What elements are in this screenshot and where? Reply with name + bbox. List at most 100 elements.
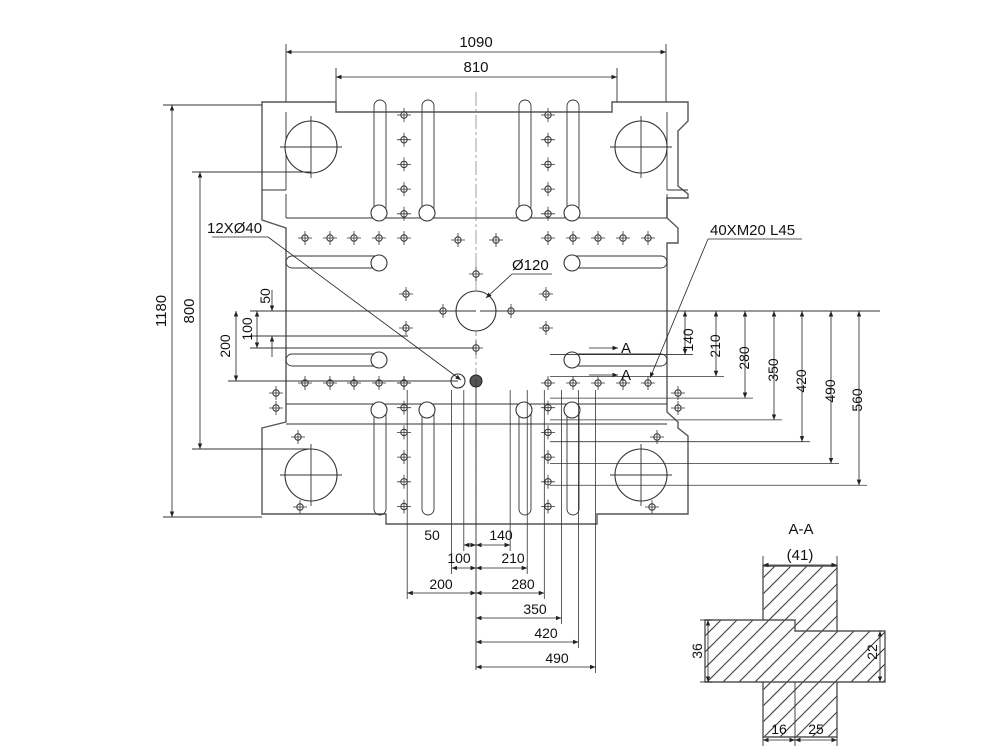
dim-b50: 50 bbox=[424, 527, 440, 543]
bolt-crosshair bbox=[645, 500, 659, 514]
dim-b210: 210 bbox=[501, 550, 525, 566]
hatch-line bbox=[705, 566, 803, 737]
hatch-line bbox=[867, 566, 885, 737]
section-h22: 22 bbox=[864, 644, 880, 660]
bolt-crosshair bbox=[541, 206, 555, 221]
hatch-line bbox=[705, 566, 851, 737]
hatch-line bbox=[932, 555, 1007, 745]
dim-b100: 100 bbox=[447, 550, 471, 566]
dim-b280: 280 bbox=[511, 576, 535, 592]
bolt-crosshair bbox=[451, 233, 465, 247]
bolt-crosshair bbox=[641, 376, 655, 390]
bolt-crosshair bbox=[397, 132, 411, 147]
bolt-crosshair bbox=[397, 376, 411, 390]
hatch-line bbox=[705, 566, 835, 737]
hatch-line bbox=[705, 566, 771, 737]
hatch-line bbox=[705, 566, 883, 737]
bolt-crosshair bbox=[399, 287, 413, 301]
bolt-crosshair bbox=[541, 132, 555, 147]
bolt-crosshair bbox=[399, 321, 413, 335]
right-dimensions bbox=[480, 310, 880, 486]
bolt-crosshair bbox=[541, 400, 555, 415]
bolt-crosshair bbox=[397, 425, 411, 440]
bolt-crosshair bbox=[539, 321, 553, 335]
tie-bar-holes bbox=[280, 116, 672, 506]
bolt-crosshair bbox=[323, 231, 337, 245]
section-mark-upper: A bbox=[621, 340, 631, 357]
dim-width-outer: 1090 bbox=[459, 34, 492, 51]
callout-threads: 40XM20 L45 bbox=[710, 222, 795, 239]
callout-leaders bbox=[212, 236, 802, 381]
bolt-crosshair bbox=[541, 376, 555, 390]
section-w16: 16 bbox=[771, 721, 787, 737]
bolt-crosshair bbox=[298, 231, 312, 245]
bolt-crosshair bbox=[566, 231, 580, 245]
bolt-crosshair bbox=[347, 376, 361, 390]
bolt-crosshair bbox=[616, 376, 630, 390]
bolt-crosshair bbox=[671, 386, 685, 400]
bolt-crosshair bbox=[397, 182, 411, 197]
dim-b200: 200 bbox=[429, 576, 453, 592]
bolt-crosshair bbox=[541, 182, 555, 197]
dim-b140: 140 bbox=[489, 527, 513, 543]
bolt-crosshair bbox=[566, 376, 580, 390]
dim-r140: 140 bbox=[680, 328, 696, 352]
bolt-crosshair bbox=[269, 386, 283, 400]
bolt-crosshair bbox=[541, 425, 555, 440]
overall-dimensions bbox=[163, 44, 667, 518]
bolt-crosshair bbox=[347, 231, 361, 245]
dim-height-tiebar: 800 bbox=[181, 298, 198, 323]
bolt-crosshair bbox=[323, 376, 337, 390]
bolt-crosshair bbox=[469, 267, 483, 281]
bolt-crosshair bbox=[591, 231, 605, 245]
hatch-line bbox=[771, 566, 885, 737]
dim-b490: 490 bbox=[545, 650, 569, 666]
bolt-crosshair bbox=[591, 376, 605, 390]
hatch-line bbox=[755, 566, 885, 737]
hatch-line bbox=[916, 555, 1007, 745]
bolt-crosshair bbox=[641, 231, 655, 245]
bolt-crosshair bbox=[397, 206, 411, 221]
callout-center-hole: Ø120 bbox=[512, 257, 549, 274]
bolt-crosshair bbox=[541, 231, 555, 245]
dim-v200: 200 bbox=[217, 334, 233, 358]
bolt-crosshair bbox=[541, 108, 555, 122]
bolt-crosshair bbox=[541, 474, 555, 489]
hatch-line bbox=[739, 566, 885, 737]
bolt-crosshair bbox=[397, 231, 411, 245]
dim-r490: 490 bbox=[822, 379, 838, 403]
bolt-crosshair bbox=[671, 401, 685, 415]
bolt-crosshair bbox=[372, 231, 386, 245]
dim-r420: 420 bbox=[793, 369, 809, 393]
large-holes bbox=[370, 204, 581, 419]
hatch-line bbox=[803, 566, 885, 737]
section-depth: (41) bbox=[787, 547, 814, 564]
hatch-line bbox=[705, 566, 819, 737]
bolt-crosshair bbox=[397, 450, 411, 465]
section-title: A-A bbox=[788, 521, 813, 538]
bolt-crosshair bbox=[291, 430, 305, 444]
dim-v100: 100 bbox=[239, 317, 255, 341]
section-w25: 25 bbox=[808, 721, 824, 737]
bolt-crosshair bbox=[397, 400, 411, 415]
left-dimensions bbox=[228, 290, 476, 382]
section-mark-lower: A bbox=[621, 367, 631, 384]
bolt-crosshair bbox=[541, 157, 555, 172]
dim-r210: 210 bbox=[707, 334, 723, 358]
hatch-line bbox=[819, 566, 885, 737]
bolt-crosshair bbox=[541, 450, 555, 465]
bolt-crosshair bbox=[539, 287, 553, 301]
dim-b350: 350 bbox=[523, 601, 547, 617]
bolt-crosshair bbox=[397, 474, 411, 489]
bolt-crosshair bbox=[541, 499, 555, 514]
dim-r350: 350 bbox=[765, 358, 781, 382]
hatch-line bbox=[900, 555, 1007, 745]
dim-r560: 560 bbox=[849, 388, 865, 412]
hatch-line bbox=[883, 566, 885, 737]
hatch-line bbox=[787, 566, 885, 737]
dim-v50: 50 bbox=[257, 288, 273, 304]
bolt-crosshair bbox=[372, 376, 386, 390]
dim-b420: 420 bbox=[534, 625, 558, 641]
bolt-crosshair bbox=[397, 157, 411, 172]
